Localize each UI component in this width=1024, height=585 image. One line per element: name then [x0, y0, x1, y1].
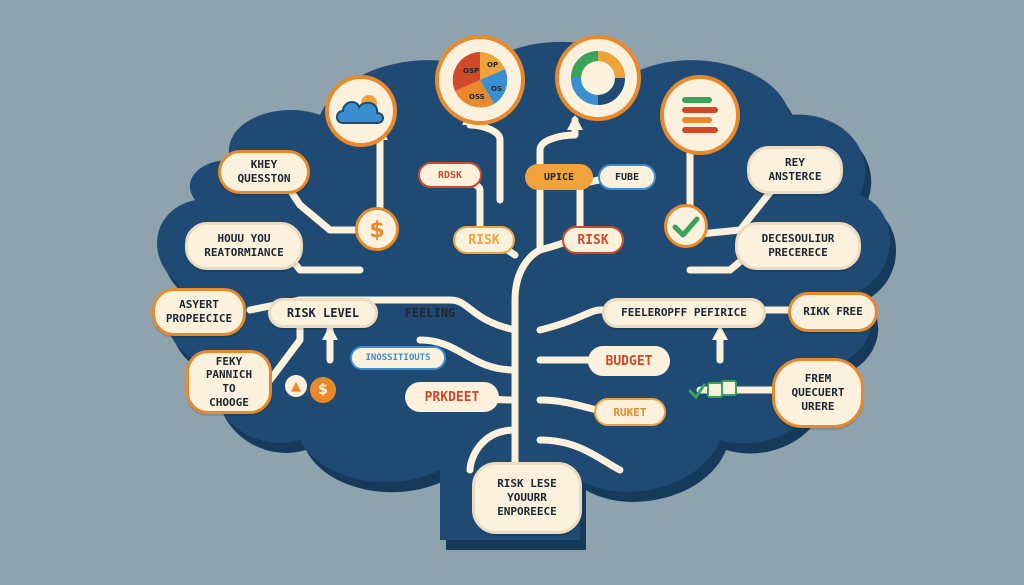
pie-chart-icon: OSP OP OSS OS [452, 52, 508, 108]
stacked-bars-icon [682, 97, 718, 133]
pill-upice: UPICE [525, 164, 593, 190]
money-bag-icon: $ [310, 377, 336, 403]
node-key-question: KHEY QUESSTON [218, 150, 310, 194]
node-frem: FREM QUECUERT URERE [772, 358, 864, 428]
dollar-circle: $ [355, 207, 399, 251]
pie-label-1: OP [487, 61, 498, 69]
checkmark-icon [672, 216, 700, 238]
node-risk-level: RISK LEVEL [268, 298, 378, 328]
donut-chart-icon [571, 51, 625, 105]
node-asyert: ASYERT PROPEECICE [152, 288, 246, 336]
pill-fube: FUBE [598, 164, 656, 190]
pie-circle: OSP OP OSS OS [435, 35, 525, 125]
pill-risk-1: RISK [453, 226, 515, 254]
node-root: RISK LESE YOUURR ENPOREECE [472, 462, 582, 534]
cloud-icon [336, 95, 384, 124]
pie-label-0: OSP [463, 67, 479, 75]
check-circle [664, 204, 708, 248]
node-budget: BUDGET [588, 346, 670, 376]
node-inossitiouts: INOSSITIOUTS [350, 346, 446, 370]
pill-risk-2: RISK [562, 226, 624, 254]
pill-rdsk: RDSK [418, 162, 482, 188]
cards-icon [688, 377, 740, 403]
node-feeling: FEELING [404, 305, 456, 320]
bars-circle [660, 75, 740, 155]
dollar-coin-icon: $ [369, 218, 384, 243]
pie-label-3: OS [491, 85, 502, 93]
node-how-you: HOUU YOU REATORMIANCE [185, 222, 303, 270]
node-feky: FEKY PANNICH TO CHOOGE [186, 350, 272, 414]
cloud-circle [325, 75, 397, 147]
fire-icon: ▲ [285, 375, 307, 397]
node-rey: REY ANSTERCE [747, 146, 843, 194]
donut-circle [555, 35, 641, 121]
node-ruket: RUKET [594, 398, 666, 426]
svg-text:$: $ [369, 218, 384, 243]
node-decesoulur: DECESOULIUR PRECERECE [735, 222, 861, 270]
node-rikk-free: RIKK FREE [788, 292, 878, 332]
pie-label-2: OSS [469, 93, 485, 101]
node-prkdeet: PRKDEET [405, 382, 499, 412]
brain-shape [157, 41, 890, 541]
node-feeleropff: FEELEROPFF PEFIRICE [602, 298, 766, 328]
